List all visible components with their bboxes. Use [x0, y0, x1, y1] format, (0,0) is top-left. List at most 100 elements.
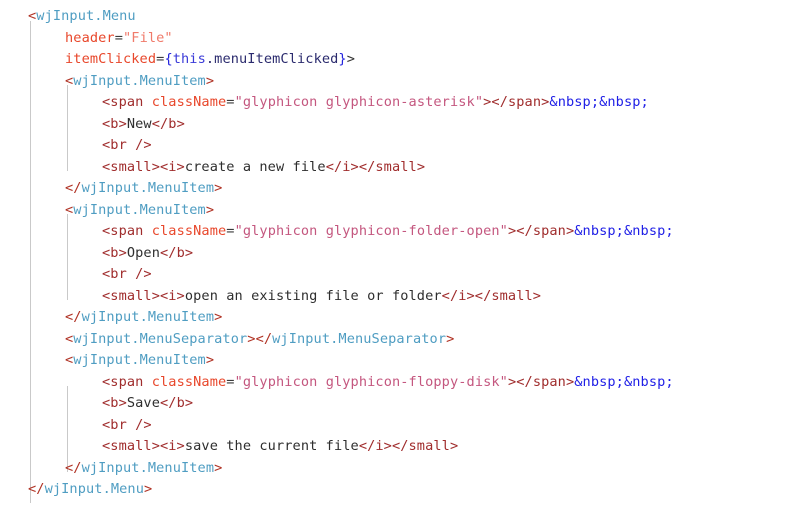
code-line[interactable]: <wjInput.MenuSeparator></wjInput.MenuSep… — [0, 329, 800, 351]
code-token-htmltag: > — [483, 94, 492, 110]
code-token-comp: wjInput.Menu — [36, 8, 136, 24]
code-token-bracket: > — [144, 481, 153, 497]
code-token-htmltag: <br /> — [102, 137, 152, 153]
code-token-entity: &nbsp;&nbsp; — [574, 373, 674, 390]
code-token-comp: wjInput.MenuItem — [81, 180, 215, 196]
code-line[interactable]: <b>New</b> — [0, 114, 800, 136]
code-token-bracket: < — [65, 201, 74, 218]
code-token-bracket: < — [65, 352, 74, 368]
code-token-htmltag: > — [507, 373, 517, 390]
code-line[interactable]: <br /> — [0, 415, 800, 437]
code-line[interactable]: <wjInput.Menu — [0, 6, 800, 28]
code-token-bracket: </ — [65, 309, 82, 325]
code-token-htmltag: < — [102, 223, 111, 239]
code-token-brace: } — [338, 51, 347, 67]
code-token-attr: className — [151, 373, 227, 390]
code-token-text: New — [126, 115, 152, 132]
code-token-htmltag: <small><i> — [102, 158, 185, 175]
code-line[interactable]: <small><i>save the current file</i></sma… — [0, 436, 800, 458]
code-token-comp: wjInput.MenuItem — [73, 72, 206, 89]
indent-guide-menuitem-1 — [67, 85, 68, 171]
code-token-htmltag: </span> — [516, 223, 575, 239]
code-token-bracket: > — [247, 330, 256, 347]
code-token-htmltag: <small><i> — [102, 438, 185, 454]
code-line[interactable]: <wjInput.MenuItem> — [0, 200, 800, 222]
code-token-htmltag: > — [507, 223, 517, 239]
code-line[interactable]: itemClicked={this.menuItemClicked}> — [0, 49, 800, 71]
code-token-bracket: </ — [28, 481, 45, 497]
code-token-bracket: </ — [255, 330, 273, 347]
code-token-comp: wjInput.MenuItem — [73, 352, 206, 368]
code-token-strclass: "glyphicon glyphicon-folder-open" — [234, 223, 508, 239]
code-line[interactable]: <wjInput.MenuItem> — [0, 350, 800, 372]
code-token-attr: className — [151, 94, 227, 110]
code-token-htmltag: <br /> — [102, 416, 152, 433]
code-line[interactable]: <small><i>create a new file</i></small> — [0, 157, 800, 179]
code-token-attr: itemClicked — [65, 51, 157, 67]
code-token-bracket: </ — [65, 180, 82, 196]
code-line[interactable]: <span className="glyphicon glyphicon-flo… — [0, 372, 800, 394]
code-token-comp: wjInput.MenuItem — [81, 309, 215, 325]
code-line[interactable]: <wjInput.MenuItem> — [0, 71, 800, 93]
code-token-eq: = — [156, 51, 165, 67]
code-token-htmltag: </i></small> — [441, 287, 542, 304]
code-token-bracket: > — [214, 180, 223, 196]
code-token-htmltag: < — [102, 373, 111, 390]
code-token-bracket: </ — [65, 459, 82, 476]
indent-guide-menuitem-2 — [67, 214, 68, 300]
code-token-htmltag: <b> — [102, 244, 127, 261]
code-token-entity: &nbsp;&nbsp; — [549, 94, 649, 110]
code-token-attr: className — [151, 223, 227, 239]
code-token-bracket: < — [65, 330, 74, 347]
code-token-text: open an existing file or folder — [184, 287, 442, 304]
code-token-comp: wjInput.MenuItem — [81, 459, 215, 476]
code-token-htmltag: <br /> — [102, 266, 152, 282]
code-token-bracket: > — [446, 330, 455, 347]
code-line[interactable]: </wjInput.Menu> — [0, 479, 800, 501]
code-token-strclass: "glyphicon glyphicon-floppy-disk" — [234, 373, 508, 390]
code-token-htmltag: </span> — [516, 373, 575, 390]
code-line[interactable]: <span className="glyphicon glyphicon-fol… — [0, 221, 800, 243]
code-token-comp: wjInput.Menu — [44, 481, 144, 497]
code-token-entity: &nbsp;&nbsp; — [574, 223, 674, 239]
code-token-htmltag: span — [110, 223, 152, 239]
code-token-htmltag: <b> — [102, 115, 127, 132]
code-token-eq: = — [226, 94, 235, 110]
code-token-eq: = — [114, 29, 124, 46]
code-token-htmltag: </i></small> — [325, 158, 426, 175]
code-token-htmltag: </b> — [160, 244, 194, 261]
code-token-htmltag: </span> — [491, 94, 550, 110]
code-token-comp: wjInput.MenuSeparator — [272, 330, 447, 347]
code-line[interactable]: <small><i>open an existing file or folde… — [0, 286, 800, 308]
code-token-bracket: > — [205, 201, 215, 218]
code-token-htmltag: span — [110, 373, 152, 390]
code-line[interactable]: <span className="glyphicon glyphicon-ast… — [0, 92, 800, 114]
indent-guide-menuitem-3 — [67, 386, 68, 472]
code-line[interactable]: <b>Open</b> — [0, 243, 800, 265]
code-token-plain: > — [346, 51, 356, 67]
code-token-text: save the current file — [184, 438, 359, 454]
code-token-htmltag: < — [102, 94, 111, 110]
code-line[interactable]: <br /> — [0, 264, 800, 286]
code-line[interactable]: </wjInput.MenuItem> — [0, 307, 800, 329]
code-token-comp: wjInput.MenuItem — [73, 201, 206, 218]
code-line[interactable]: </wjInput.MenuItem> — [0, 458, 800, 480]
code-token-text: Save — [126, 395, 160, 411]
code-token-text: create a new file — [184, 158, 326, 175]
code-token-comp: wjInput.MenuSeparator — [73, 330, 248, 347]
code-line[interactable]: <br /> — [0, 135, 800, 157]
code-line[interactable]: </wjInput.MenuItem> — [0, 178, 800, 200]
code-token-bracket: > — [214, 309, 223, 325]
code-line[interactable]: header="File" — [0, 28, 800, 50]
code-token-htmltag: </i></small> — [358, 438, 459, 454]
code-token-this: this — [172, 51, 206, 67]
code-token-bracket: > — [205, 352, 215, 368]
code-token-eq: = — [226, 223, 235, 239]
code-line[interactable]: <b>Save</b> — [0, 393, 800, 415]
code-token-brace: { — [164, 51, 173, 67]
code-token-bracket: < — [28, 8, 37, 24]
code-token-text: Open — [126, 244, 160, 261]
code-token-htmltag: </b> — [151, 115, 185, 132]
